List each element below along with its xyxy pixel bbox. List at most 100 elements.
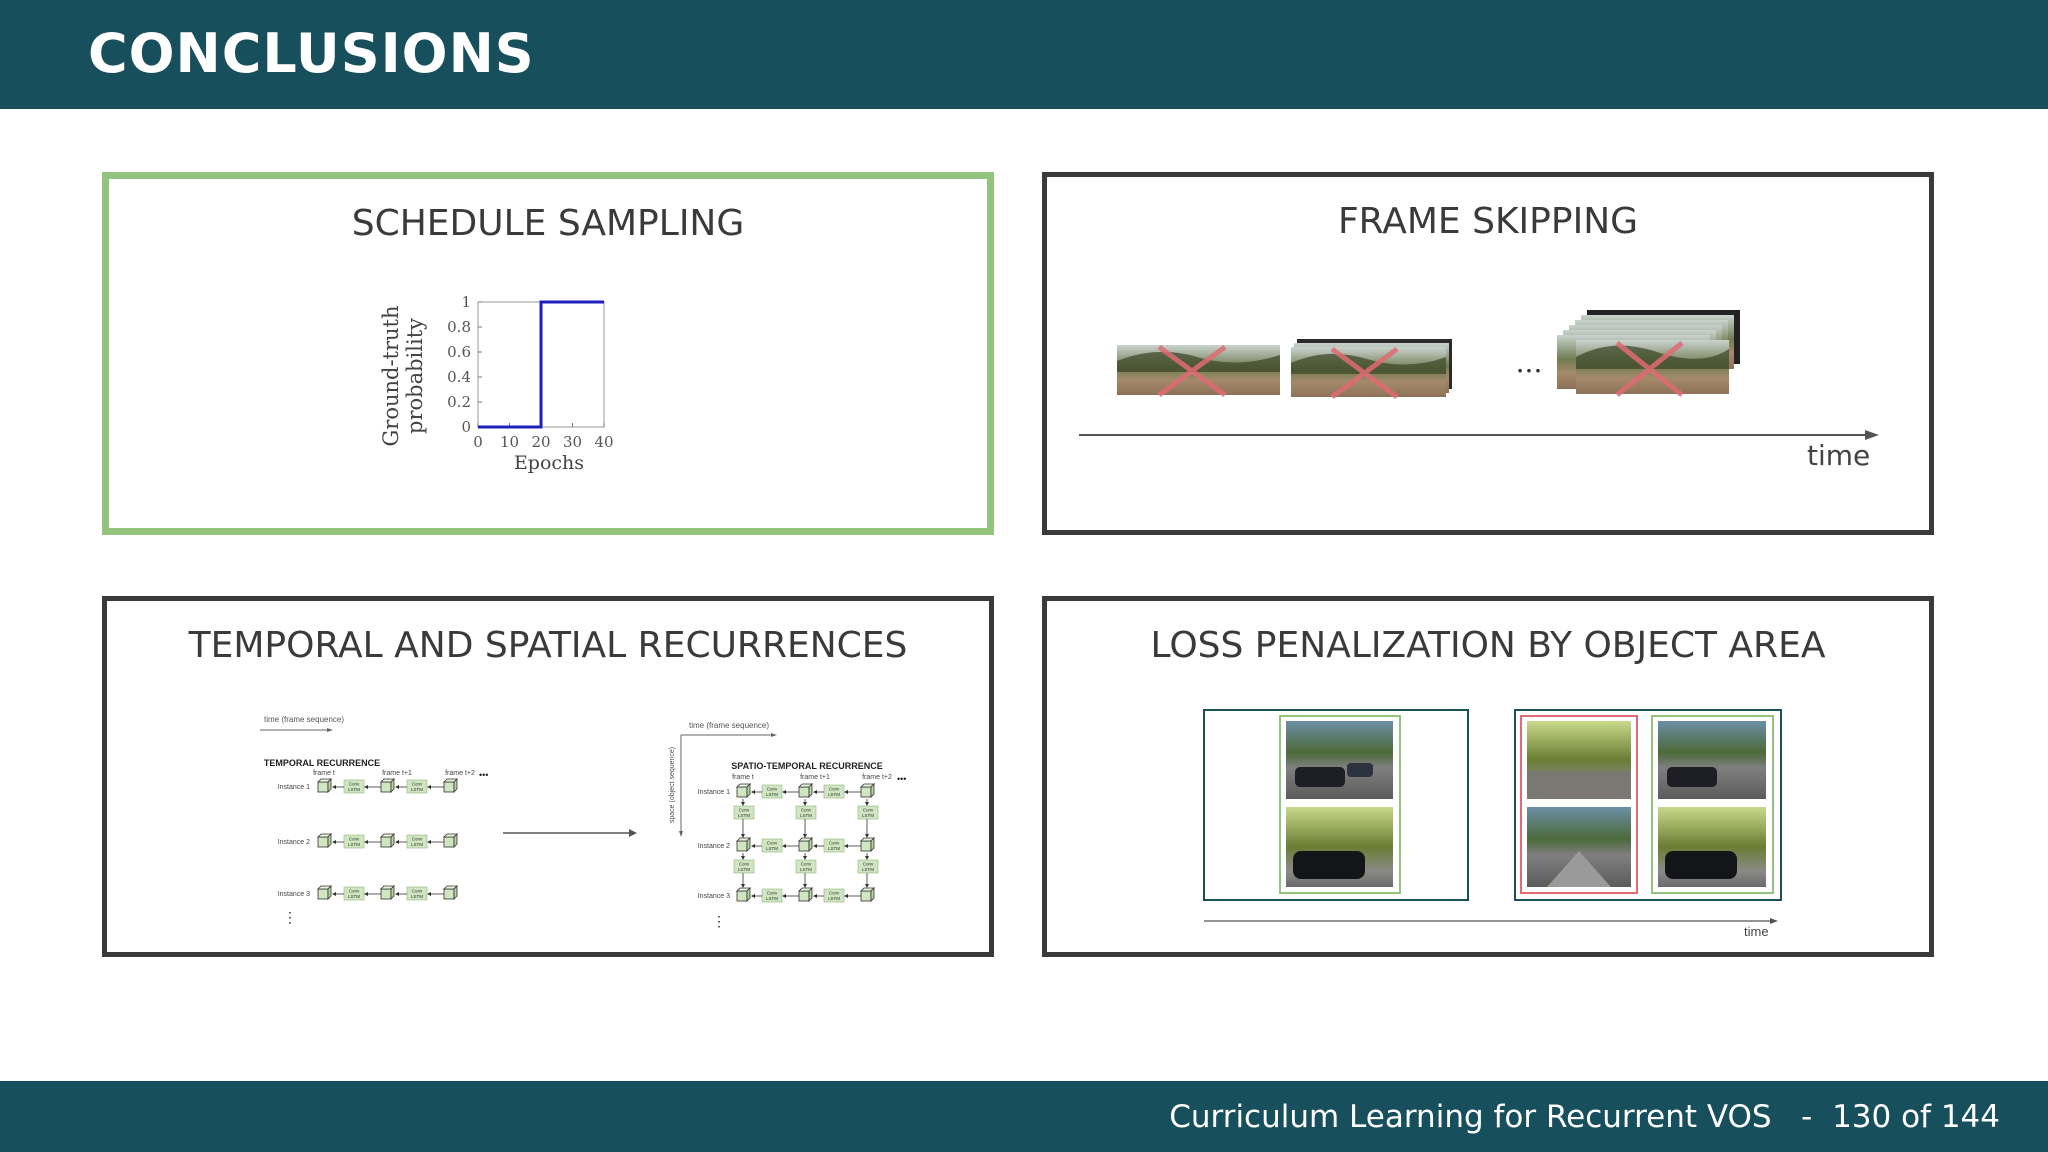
svg-text:LSTM: LSTM [411,842,423,847]
svg-text:LSTM: LSTM [411,787,423,792]
svg-text:LSTM: LSTM [828,846,840,851]
chart-xtick-label: 10 [500,433,519,451]
chart-ytick-label: 0.2 [447,393,471,411]
cube-icon [317,885,332,900]
chart-ylabel-line2: probability [403,318,427,434]
svg-text:Conv: Conv [767,841,778,846]
cube-icon [443,833,458,848]
svg-text:Conv: Conv [412,837,423,842]
cube-icon [798,783,813,798]
svg-text:LSTM: LSTM [348,787,360,792]
frame-label: frame t [313,770,335,777]
svg-text:Conv: Conv [829,891,840,896]
svg-text:LSTM: LSTM [348,894,360,899]
svg-text:Conv: Conv [349,889,360,894]
cube-icon [380,885,395,900]
svg-text:LSTM: LSTM [828,896,840,901]
temporal-vdots: ⋮ [283,909,297,925]
chart-xtick-label: 30 [563,433,582,451]
svg-text:LSTM: LSTM [738,867,750,872]
chart-ytick-label: 0.8 [447,318,471,336]
slide-title: CONCLUSIONS [88,22,535,85]
cube-icon [736,887,751,902]
svg-text:LSTM: LSTM [862,867,874,872]
svg-text:LSTM: LSTM [738,813,750,818]
svg-text:LSTM: LSTM [862,813,874,818]
schedule-sampling-title: SCHEDULE SAMPLING [351,203,745,244]
frame-image [1286,721,1393,799]
frame-label: frame t+1 [382,770,412,777]
chart-xtick-label: 40 [594,433,613,451]
chart-xlabel: Epochs [514,452,584,474]
frame-label: frame t+1 [800,774,830,781]
chart-ytick-label: 0 [461,418,471,436]
svg-text:LSTM: LSTM [411,894,423,899]
frame-skipping-panel: FRAME SKIPPING ... [1042,172,1934,535]
cube-icon [860,783,875,798]
frame-skipping-figure: ... [1079,310,1879,440]
temporal-heading: TEMPORAL RECURRENCE [264,758,380,768]
instance-label: Instance 3 [698,893,730,900]
chart-xtick-label: 20 [531,433,550,451]
svg-text:Conv: Conv [801,808,812,813]
cube-icon [317,833,332,848]
spatio-ellipsis: ••• [897,774,906,784]
svg-text:LSTM: LSTM [828,792,840,797]
cross-out-icon [1615,341,1684,397]
cube-icon [860,837,875,852]
spatio-vertical-label: space (object sequence) [669,747,676,823]
chart-ytick-label: 1 [461,293,471,311]
loss-penalization-figure: time [1203,709,1782,939]
frame-skipping-title: FRAME SKIPPING [1337,201,1639,242]
svg-text:Conv: Conv [829,841,840,846]
cube-icon [443,778,458,793]
cross-out-icon [1330,346,1399,400]
cube-icon [736,837,751,852]
frame-label: frame t [732,774,754,781]
svg-text:Conv: Conv [767,891,778,896]
loss-time-label: time [1744,924,1769,939]
spatio-heading: SPATIO-TEMPORAL RECURRENCE [731,761,883,771]
frame-label: frame t+2 [445,770,475,777]
frame-time-label: time [1807,439,1871,472]
skipped-frame-n [1557,310,1740,397]
svg-text:Conv: Conv [767,787,778,792]
instance-label: Instance 2 [278,839,310,846]
chart-xtick-label: 0 [473,433,483,451]
cross-out-icon [1157,344,1227,398]
svg-text:LSTM: LSTM [348,842,360,847]
spatio-axis-label: time (frame sequence) [689,721,769,730]
svg-text:LSTM: LSTM [766,896,778,901]
svg-text:Conv: Conv [739,862,750,867]
cube-icon [798,887,813,902]
header-bar: CONCLUSIONS [0,0,2048,109]
cube-icon [798,837,813,852]
chart-series-line [478,300,604,429]
svg-text:Conv: Conv [739,808,750,813]
footer-text: Curriculum Learning for Recurrent VOS - … [1169,1099,2000,1135]
recurrence-diagram: time (frame sequence) TEMPORAL RECURRENC… [260,715,906,929]
chart-ytick-label: 0.4 [447,368,471,386]
cube-icon [380,778,395,793]
footer-bar: Curriculum Learning for Recurrent VOS - … [0,1081,2048,1152]
cube-icon [736,783,751,798]
cube-icon [380,833,395,848]
recurrences-panel: TEMPORAL AND SPATIAL RECURRENCES time (f… [102,596,994,957]
recurrences-title: TEMPORAL AND SPATIAL RECURRENCES [188,625,908,666]
skipped-frame-2 [1291,339,1452,400]
chart-ylabel-line1: Ground-truth [379,305,403,446]
